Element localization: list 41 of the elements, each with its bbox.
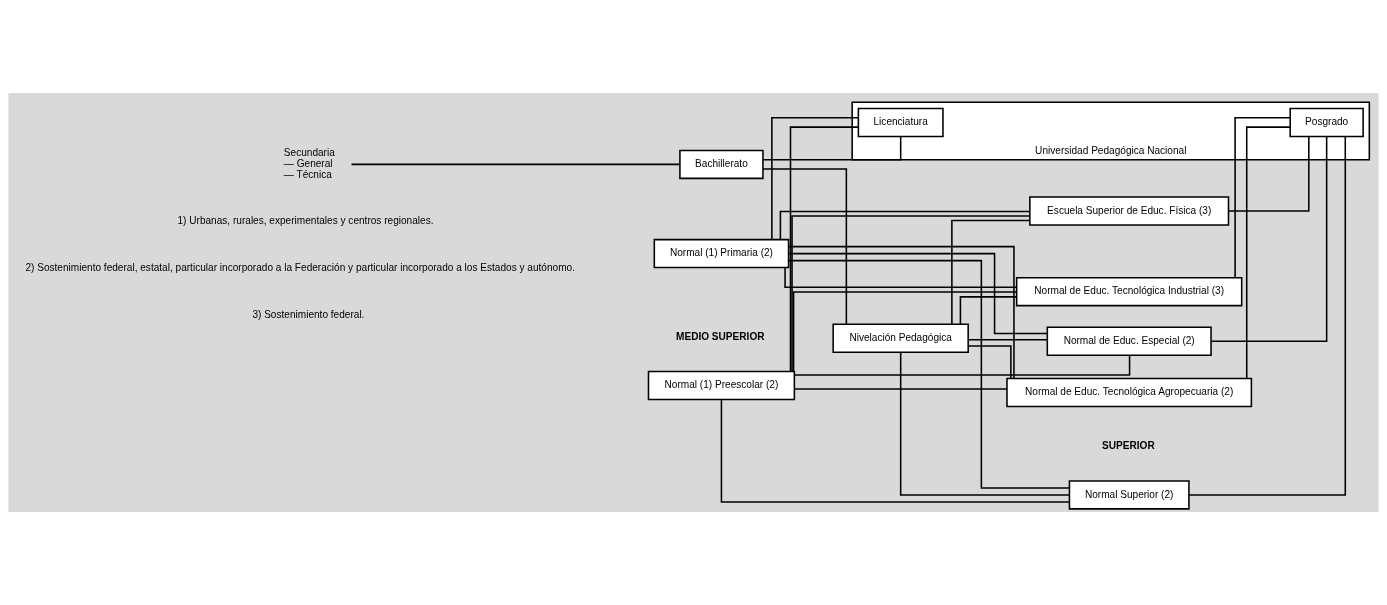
connector: [951, 219, 1031, 325]
connector: [788, 245, 1015, 380]
node-box: Escuela Superior de Educ. Física (3): [1029, 196, 1230, 226]
connector: [787, 259, 1071, 489]
node-box: Normal de Educ. Tecnológica Agropecuaria (2): [1006, 377, 1253, 408]
connector: [791, 215, 1031, 373]
connector: [899, 351, 1070, 496]
node-box: Normal de Educ. Tecnológica Industrial (3): [1015, 276, 1243, 307]
node-box: Normal (1) Preescolar (2): [647, 370, 796, 401]
connector: [787, 252, 1048, 335]
connector: [1210, 135, 1328, 343]
connector: [771, 117, 859, 241]
node-box: Normal de Educ. Especial (2): [1046, 326, 1212, 357]
connector: [784, 266, 1018, 288]
connector: [967, 338, 1048, 341]
node-text: Secundaria — General — Técnica: [283, 147, 335, 180]
connector: [792, 291, 1018, 373]
label: 1) Urbanas, rurales, experimentales y centros regionales.: [177, 214, 434, 226]
node-box: Posgrado: [1289, 107, 1364, 138]
label: 2) Sostenimiento federal, estatal, particular incorporado a la Federación y particular incorporado a los Estados y autónomo.: [25, 262, 575, 273]
node-box: Bachillerato: [679, 149, 764, 180]
connector: [1188, 135, 1347, 496]
connector: [762, 168, 848, 325]
node-box: Normal Superior (2): [1068, 480, 1190, 510]
node-box: Licenciatura: [857, 107, 944, 138]
connector: [1234, 117, 1291, 279]
connector: [1227, 135, 1310, 212]
connector: [793, 388, 1008, 390]
connector: [762, 135, 902, 161]
connector: [350, 163, 681, 166]
label: 3) Sostenimiento federal.: [252, 309, 365, 321]
label: SUPERIOR: [1102, 440, 1155, 452]
connector: [959, 296, 1018, 325]
connector: [1245, 126, 1291, 379]
node-box: Nivelación Pedagógica: [832, 323, 969, 353]
connector: [720, 398, 1070, 503]
connector: [967, 345, 1012, 380]
connector: [789, 126, 859, 373]
connector: [779, 210, 1031, 241]
node-box: Normal (1) Primaria (2): [653, 238, 790, 269]
label: MEDIO SUPERIOR: [676, 331, 765, 343]
